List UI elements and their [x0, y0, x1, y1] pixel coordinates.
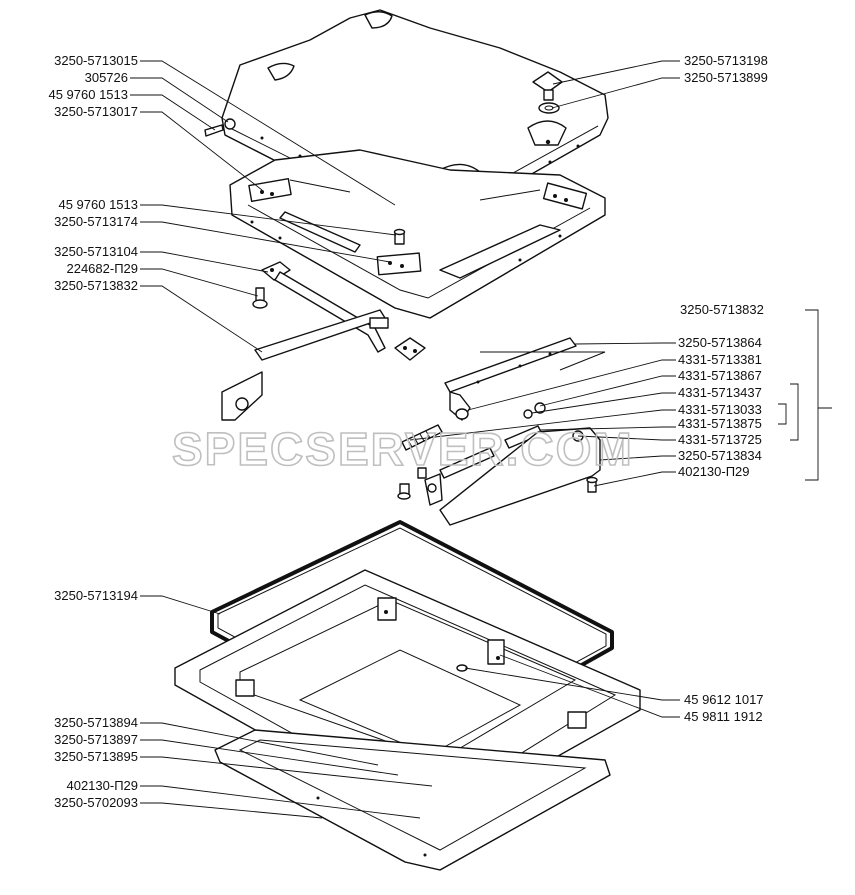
- part-label: 305726: [85, 70, 128, 85]
- part-label: 4331-5713725: [678, 432, 762, 447]
- part-label: 3250-5713198: [684, 53, 768, 68]
- part-label: 45 9811 1912: [684, 709, 763, 724]
- part-label: 402130-П29: [66, 778, 138, 793]
- part-label: 3250-5713894: [54, 715, 138, 730]
- labels-left: 3250-5713015 305726 45 9760 1513 3250-57…: [48, 53, 138, 810]
- screw-icon: [204, 118, 236, 137]
- part-label: 4331-5713033: [678, 402, 762, 417]
- part-label: 45 9612 1017: [684, 692, 764, 707]
- part-label: 3250-5713017: [54, 104, 138, 119]
- part-label: 4331-5713437: [678, 385, 762, 400]
- part-label: 3250-5713897: [54, 732, 138, 747]
- right-hinge-bracket: [444, 337, 606, 421]
- left-hinge-arm: [221, 261, 426, 421]
- part-label: 224682-П29: [66, 261, 138, 276]
- labels-right: 3250-5713198 3250-5713899 3250-5713832 3…: [678, 53, 768, 724]
- part-label: 4331-5713875: [678, 416, 762, 431]
- part-label: 4331-5713867: [678, 368, 762, 383]
- part-label: 3250-5713899: [684, 70, 768, 85]
- part-label: 4331-5713381: [678, 352, 762, 367]
- part-label: 3250-5713834: [678, 448, 762, 463]
- watermark: SPECSERVER.COM: [172, 423, 634, 475]
- part-label: 3250-5713895: [54, 749, 138, 764]
- part-label: 3250-5702093: [54, 795, 138, 810]
- bottom-trim-frame: [214, 729, 611, 871]
- part-label: 402130-П29: [678, 464, 750, 479]
- part-label: 3250-5713832: [54, 278, 138, 293]
- part-label: 45 9760 1513: [58, 197, 138, 212]
- part-label: 3250-5713864: [678, 335, 762, 350]
- pin-icon: [393, 228, 406, 245]
- part-label: 3250-5713015: [54, 53, 138, 68]
- part-label: 45 9760 1513: [48, 87, 128, 102]
- screw-icon: [252, 287, 268, 309]
- leader-lines: [130, 60, 832, 819]
- part-label: 3250-5713174: [54, 214, 138, 229]
- part-label: 3250-5713104: [54, 244, 138, 259]
- part-label: 3250-5713832: [680, 302, 764, 317]
- gas-spring-assembly: [397, 402, 601, 563]
- part-label: 3250-5713194: [54, 588, 138, 603]
- inner-frame: [229, 149, 606, 319]
